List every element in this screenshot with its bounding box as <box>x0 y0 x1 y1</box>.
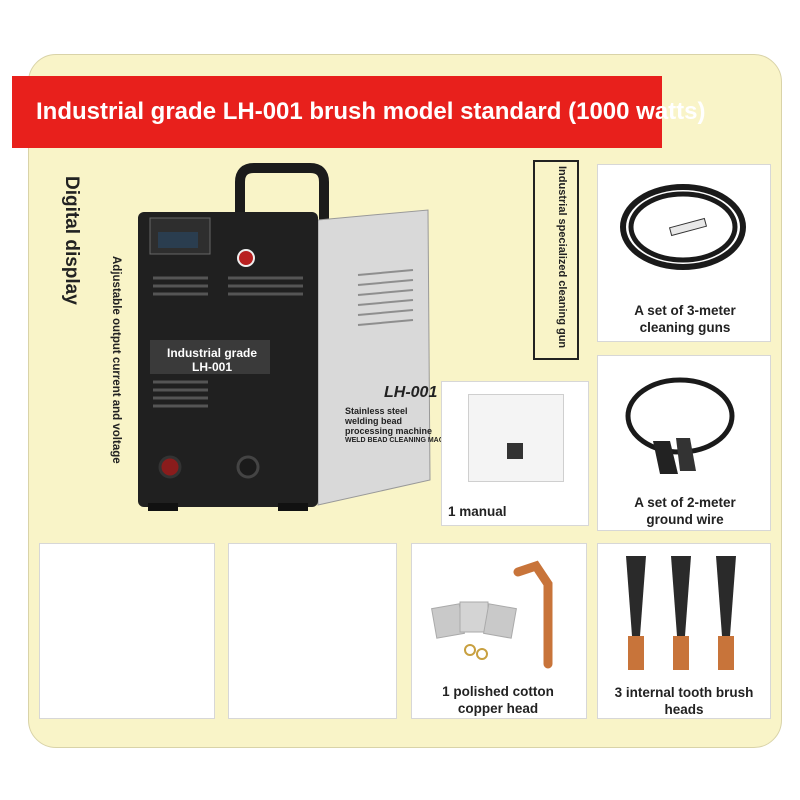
ground-wire-caption: A set of 2-meter ground wire <box>610 494 760 528</box>
brush-heads-caption-line1: 3 internal tooth brush <box>614 685 754 700</box>
ground-clamp-icon <box>625 377 735 474</box>
manual-icon <box>468 394 564 482</box>
copper-head-caption-line2: copper head <box>457 701 539 716</box>
cleaning-guns-caption-line2: cleaning guns <box>639 320 731 335</box>
copper-head-caption: 1 polished cotton copper head <box>422 683 574 717</box>
machine-desc-2: welding bead <box>345 416 403 426</box>
cleaning-guns-box <box>597 164 771 342</box>
empty-box-1 <box>39 543 215 719</box>
banner-title: Industrial grade LH-001 brush model stan… <box>36 98 706 125</box>
machine-front-label-line1: Industrial grade <box>166 346 258 360</box>
ground-wire-caption-line2: ground wire <box>646 512 724 527</box>
qr-code-icon <box>507 443 523 459</box>
machine-illustration <box>138 163 431 511</box>
brush-heads-box <box>597 543 771 719</box>
cleaning-guns-caption: A set of 3-meter cleaning guns <box>610 302 760 336</box>
brush-heads-icon <box>626 556 736 670</box>
machine-front-label-line2: LH-001 <box>191 360 232 374</box>
machine-front-label: Industrial grade LH-001 <box>152 346 272 374</box>
empty-box-2 <box>228 543 397 719</box>
brush-heads-caption-line2: heads <box>664 702 704 717</box>
copper-head-box <box>411 543 587 719</box>
brush-heads-caption: 3 internal tooth brush heads <box>600 684 768 718</box>
machine-desc-4: WELD BEAD CLEANING MACHINE <box>345 437 461 444</box>
adjustable-output-label: Adjustable output current and voltage <box>110 256 122 464</box>
manual-caption: 1 manual <box>448 504 507 519</box>
title-banner <box>12 76 662 148</box>
copper-head-icon <box>431 560 553 669</box>
ground-wire-box <box>597 355 771 531</box>
cleaning-gun-label-box <box>533 160 579 360</box>
manual-box <box>441 381 589 526</box>
machine-desc-3: processing machine <box>345 426 433 436</box>
cleaning-guns-caption-line1: A set of 3-meter <box>634 303 736 318</box>
digital-display-label: Digital display <box>61 176 82 305</box>
copper-head-caption-line1: 1 polished cotton <box>442 684 554 699</box>
machine-model: LH-001 <box>384 384 438 401</box>
machine-description: Stainless steel welding bead processing … <box>345 406 461 446</box>
ground-wire-caption-line1: A set of 2-meter <box>634 495 736 510</box>
machine-desc-1: Stainless steel <box>345 406 408 416</box>
cleaning-gun-vertical-label: Industrial specialized cleaning gun <box>556 166 568 349</box>
cable-coil-icon <box>620 184 746 270</box>
